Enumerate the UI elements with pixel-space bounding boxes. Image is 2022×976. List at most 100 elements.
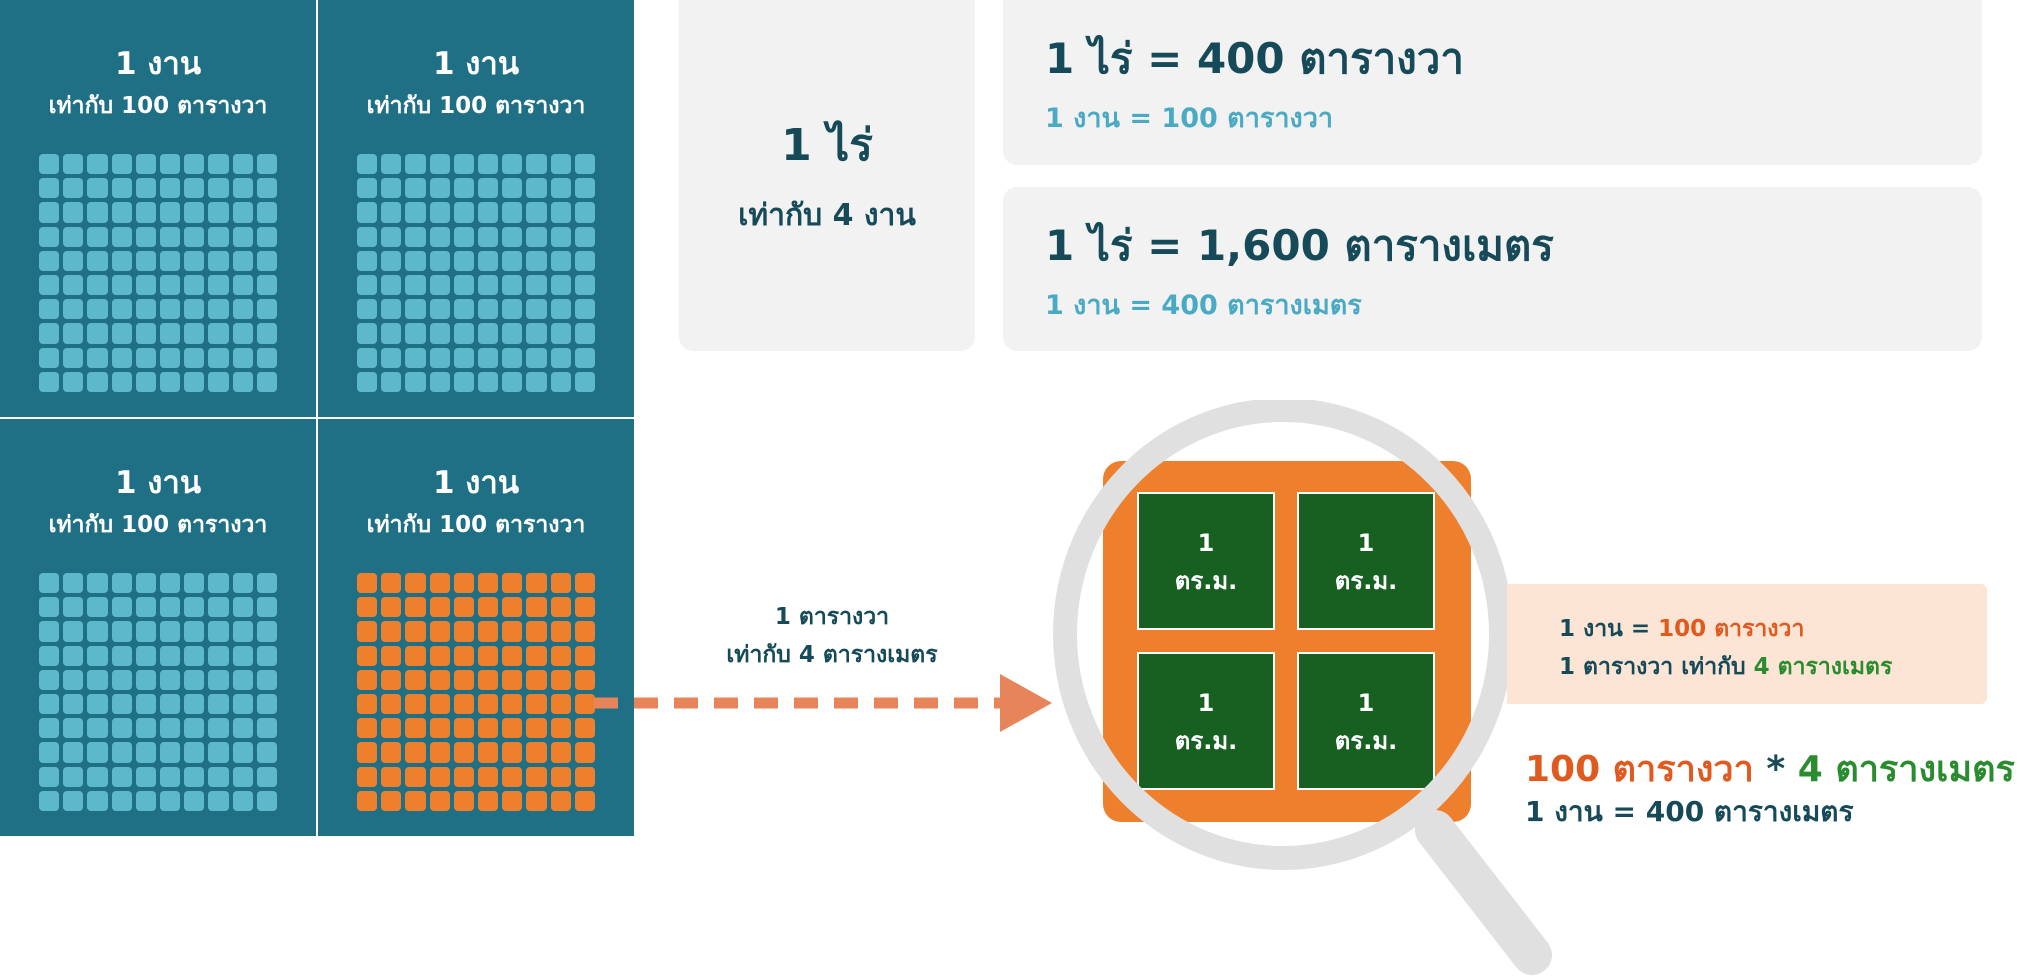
panel-subtitle: เท่ากับ 100 ตารางวา	[48, 512, 268, 538]
square-wa-cell	[429, 742, 450, 763]
square-wa-cell	[232, 323, 253, 344]
square-wa-cell	[453, 202, 474, 223]
square-wa-cell	[160, 178, 181, 199]
square-wa-cell	[184, 178, 205, 199]
square-wa-cell	[39, 323, 60, 344]
square-wa-cell	[381, 275, 402, 296]
square-wa-cell	[429, 669, 450, 690]
square-wa-cell	[184, 597, 205, 618]
square-wa-cell	[135, 621, 156, 642]
square-wa-cell	[453, 645, 474, 666]
ngan-panel-highlighted: 1 งาน เท่ากับ 100 ตารางวา	[318, 419, 634, 836]
square-wa-cell	[160, 202, 181, 223]
square-wa-cell	[39, 154, 60, 175]
square-wa-cell	[550, 226, 571, 247]
square-wa-cell	[502, 669, 523, 690]
panel-title: 1 งาน	[432, 46, 520, 82]
square-wa-cell	[405, 202, 426, 223]
square-wa-cell	[405, 299, 426, 320]
square-wa-cell	[526, 766, 547, 787]
square-wa-cell	[63, 275, 84, 296]
square-wa-cell	[574, 621, 595, 642]
square-wa-cell	[574, 178, 595, 199]
square-wa-cell	[256, 154, 277, 175]
square-wa-cell	[429, 694, 450, 715]
square-wa-cell	[87, 742, 108, 763]
square-wa-cell	[232, 669, 253, 690]
square-wa-cell	[39, 226, 60, 247]
square-wa-cell	[453, 718, 474, 739]
square-wa-cell	[357, 154, 378, 175]
tile-label: 1	[1197, 529, 1215, 557]
square-wa-cell	[526, 742, 547, 763]
square-wa-cell	[160, 766, 181, 787]
square-wa-cell	[256, 718, 277, 739]
square-wa-cell	[135, 790, 156, 811]
square-wa-cell	[87, 718, 108, 739]
square-wa-cell	[478, 766, 499, 787]
square-wa-cell	[550, 645, 571, 666]
square-wa-cell	[63, 178, 84, 199]
ngan-panel: 1 งาน เท่ากับ 100 ตารางวา	[0, 419, 316, 836]
square-wa-cell	[256, 742, 277, 763]
square-wa-cell	[87, 226, 108, 247]
square-wa-cell	[453, 299, 474, 320]
square-wa-cell	[478, 645, 499, 666]
square-wa-cell	[87, 250, 108, 271]
square-wa-cell	[208, 299, 229, 320]
square-wa-cell	[39, 371, 60, 392]
square-wa-cell	[405, 275, 426, 296]
square-wa-cell	[405, 669, 426, 690]
square-wa-cell	[39, 621, 60, 642]
dashed-arrow-icon	[594, 674, 1052, 732]
square-wa-cell	[550, 742, 571, 763]
panel-title: 1 งาน	[114, 465, 202, 501]
square-wa-cell	[429, 226, 450, 247]
square-wa-cell	[135, 250, 156, 271]
square-wa-cell	[135, 766, 156, 787]
square-wa-cell	[232, 371, 253, 392]
square-wa-cell	[502, 573, 523, 594]
square-wa-cell	[87, 645, 108, 666]
square-wa-cell	[357, 621, 378, 642]
square-wa-cell	[63, 154, 84, 175]
panel-subtitle: เท่ากับ 100 ตารางวา	[48, 93, 268, 119]
square-wa-cell	[184, 645, 205, 666]
square-wa-cell	[381, 178, 402, 199]
square-wa-cell	[405, 226, 426, 247]
conversion-card-sqm: 1 ไร่ = 1,600 ตารางเมตร 1 งาน = 400 ตารา…	[1003, 187, 1982, 351]
square-wa-cell	[453, 371, 474, 392]
square-wa-cell	[526, 790, 547, 811]
square-wa-cell	[160, 299, 181, 320]
square-wa-cell	[111, 766, 132, 787]
square-wa-cell	[550, 766, 571, 787]
square-wa-cell	[550, 621, 571, 642]
square-wa-cell	[574, 645, 595, 666]
square-wa-cell	[357, 202, 378, 223]
square-wa-cell	[232, 597, 253, 618]
square-wa-cell	[87, 766, 108, 787]
square-wa-cell	[232, 347, 253, 368]
square-wa-cell	[502, 694, 523, 715]
square-wa-cell	[429, 275, 450, 296]
square-wa-cell	[208, 645, 229, 666]
panel-subtitle: เท่ากับ 100 ตารางวา	[366, 93, 586, 119]
square-wa-cell	[87, 154, 108, 175]
square-wa-cell	[256, 226, 277, 247]
square-wa-cell	[63, 718, 84, 739]
square-wa-cell	[357, 742, 378, 763]
square-wa-cell	[502, 178, 523, 199]
square-wa-cell	[502, 154, 523, 175]
square-wa-cell	[453, 742, 474, 763]
square-wa-cell	[574, 669, 595, 690]
square-wa-cell	[232, 226, 253, 247]
square-wa-cell	[478, 621, 499, 642]
square-wa-cell	[357, 718, 378, 739]
square-wa-cell	[232, 645, 253, 666]
ngan-panel: 1 งาน เท่ากับ 100 ตารางวา	[318, 0, 634, 417]
panel-subtitle: เท่ากับ 100 ตารางวา	[366, 512, 586, 538]
square-wa-cell	[232, 299, 253, 320]
square-wa-cell	[256, 323, 277, 344]
square-wa-cell	[381, 621, 402, 642]
